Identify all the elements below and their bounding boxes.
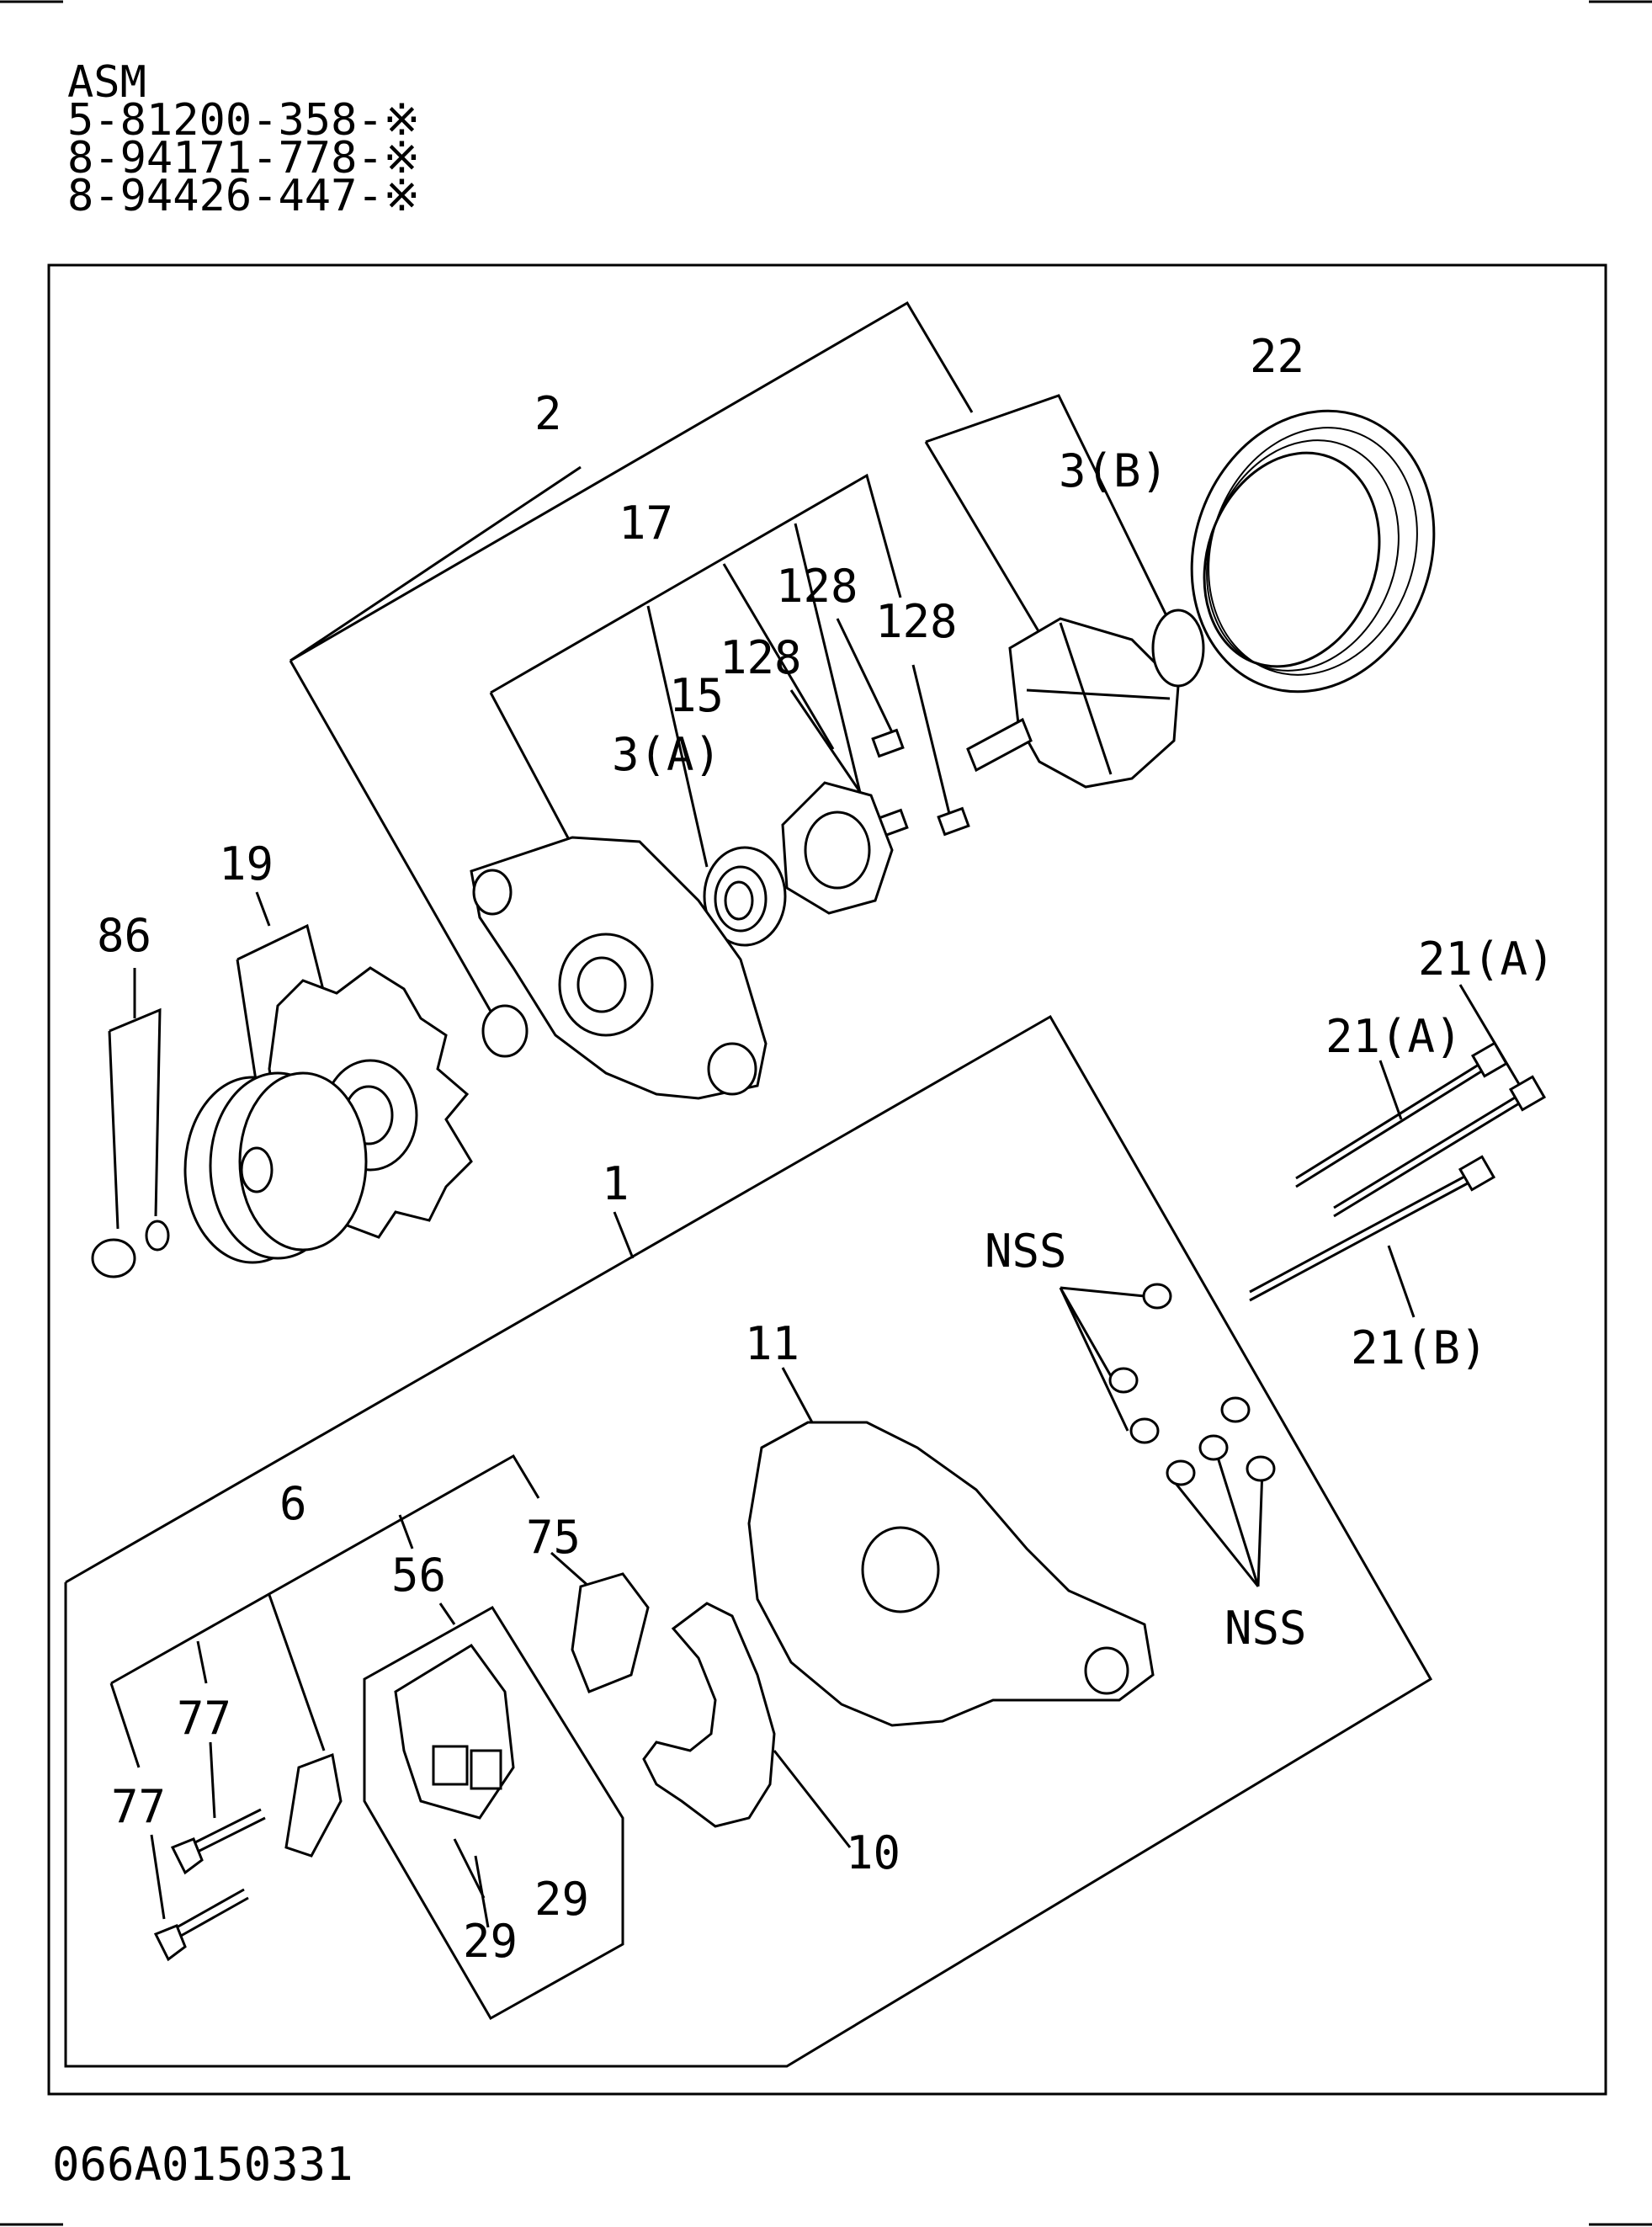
pulley-part <box>183 1071 368 1264</box>
front-bracket-3a <box>470 836 768 1100</box>
figure-code: 066A0150331 <box>52 2138 353 2191</box>
callout-128-c: 128 <box>720 631 802 684</box>
nss-nuts <box>1108 1283 1276 1486</box>
header-line-asm: ASM <box>67 57 146 108</box>
brush-holder-56 <box>394 1643 515 1820</box>
bearing-part <box>703 846 787 947</box>
terminal-clip <box>284 1752 343 1858</box>
through-bolts <box>1249 1041 1547 1302</box>
callout-17: 17 <box>619 497 673 550</box>
callout-nss-bottom: NSS <box>1224 1602 1307 1655</box>
callout-21a-mid: 21(A) <box>1325 1010 1463 1063</box>
callout-1: 1 <box>602 1157 629 1210</box>
callout-22: 22 <box>1250 330 1304 383</box>
screws-128 <box>871 728 970 838</box>
callout-2: 2 <box>534 387 562 440</box>
assembly-header: ASM 5-81200-358-※ 8-94171-778-※ 8-94426-… <box>67 57 420 221</box>
callout-77-top: 77 <box>177 1692 231 1745</box>
rotor-part <box>966 609 1205 789</box>
callout-21a-top: 21(A) <box>1418 933 1555 986</box>
callout-3b: 3(B) <box>1059 444 1168 497</box>
stator-part <box>1190 409 1436 694</box>
header-line-part-3: 8-94426-447-※ <box>67 171 420 221</box>
diagram-frame <box>47 263 1607 2096</box>
callout-75: 75 <box>526 1511 581 1564</box>
callout-11: 11 <box>745 1317 799 1370</box>
leader-lines <box>64 300 1529 2068</box>
callout-29-right: 29 <box>534 1873 589 1926</box>
callout-labels: 2 22 3(B) 17 128 128 128 15 3(A) 19 86 2… <box>97 330 1555 1968</box>
rectifier-10 <box>642 1602 776 1828</box>
callout-19: 19 <box>219 837 274 890</box>
screws-77 <box>153 1808 266 1962</box>
callout-29-left: 29 <box>463 1915 518 1968</box>
retainer-plate-15 <box>781 781 894 915</box>
nut-washer-86 <box>91 1220 170 1278</box>
callout-128-b: 128 <box>875 595 958 648</box>
callout-128-a: 128 <box>776 560 858 613</box>
callout-nss-top: NSS <box>985 1225 1067 1278</box>
spacer-collar <box>481 1004 529 1058</box>
callout-6: 6 <box>279 1477 307 1530</box>
rear-housing-11 <box>747 1421 1155 1727</box>
callout-56: 56 <box>391 1549 446 1602</box>
header-line-part-1: 5-81200-358-※ <box>67 95 420 146</box>
callout-21b: 21(B) <box>1351 1321 1488 1374</box>
header-line-part-2: 8-94171-778-※ <box>67 133 420 183</box>
callout-86: 86 <box>97 909 151 962</box>
callout-77-bottom: 77 <box>111 1780 166 1833</box>
regulator-75 <box>571 1572 650 1693</box>
callout-3a: 3(A) <box>612 728 721 781</box>
callout-15: 15 <box>669 669 724 722</box>
callout-10: 10 <box>846 1826 900 1879</box>
